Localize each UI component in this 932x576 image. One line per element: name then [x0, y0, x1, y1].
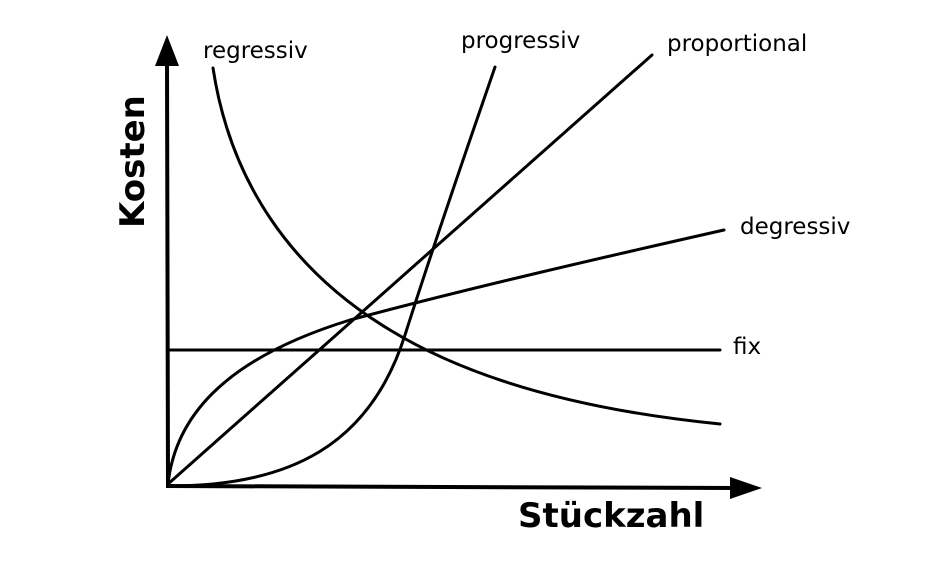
y-axis	[155, 35, 179, 488]
progressive-cost-curve	[168, 65, 497, 488]
y-axis-arrow	[155, 35, 179, 66]
y-axis-line	[165, 61, 170, 488]
x-axis-arrow	[730, 477, 762, 499]
progressive-label: progressiv	[461, 28, 580, 54]
proportional-label: proportional	[667, 31, 807, 57]
fixed-label: fix	[733, 334, 761, 360]
degressive-label: degressiv	[740, 214, 850, 240]
x-axis	[165, 477, 762, 499]
proportional-cost-curve	[166, 53, 654, 486]
degressive-cost-curve	[166, 228, 726, 486]
x-axis-line	[165, 484, 736, 490]
x-axis-title: Stückzahl	[518, 496, 704, 536]
regressive-cost-curve	[211, 66, 722, 426]
y-axis-title: Kosten	[113, 95, 153, 228]
regressive-label: regressiv	[203, 38, 308, 64]
